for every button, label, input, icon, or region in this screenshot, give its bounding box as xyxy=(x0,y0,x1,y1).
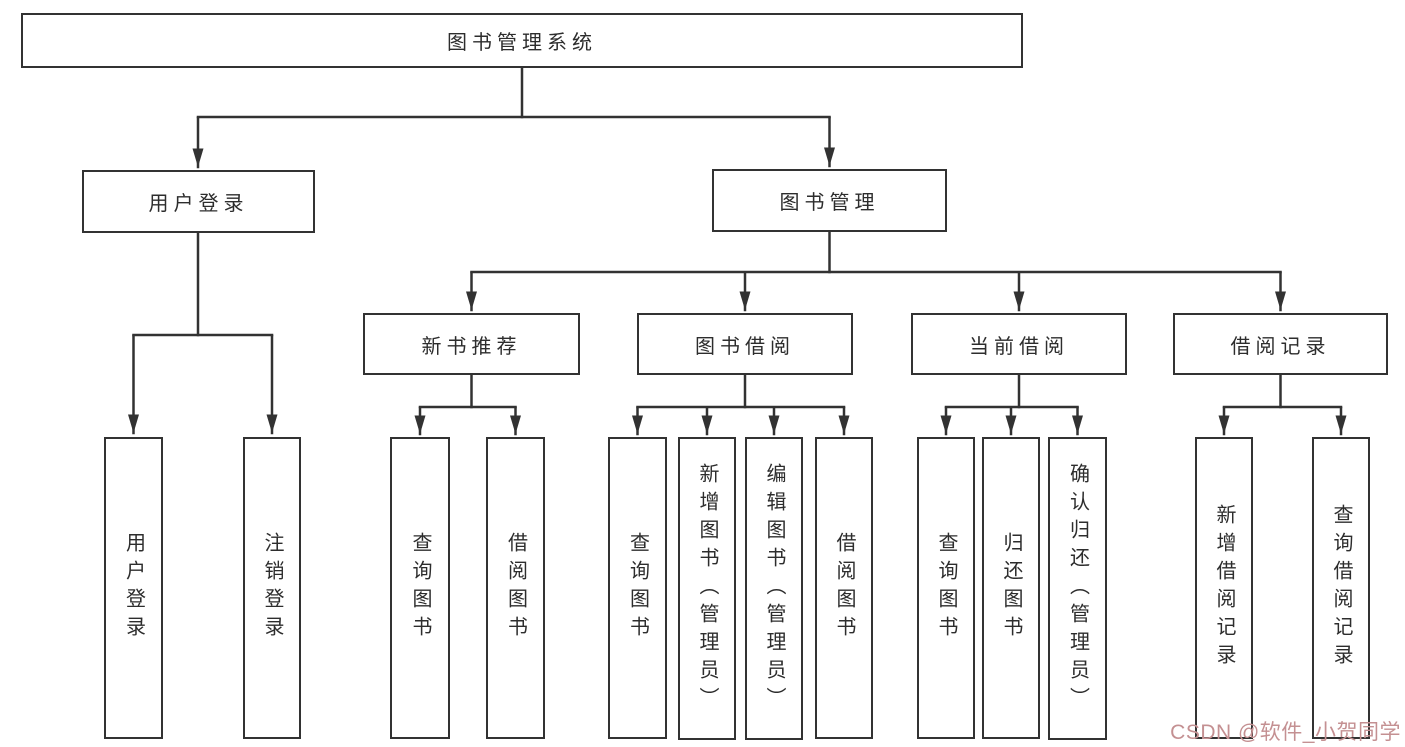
node-user-login: 用户登录 xyxy=(82,170,315,233)
node-add-books-admin: 新增图书（管理员） xyxy=(678,437,736,740)
node-label: 新书推荐 xyxy=(421,335,522,358)
connector-book-borrow-children xyxy=(632,373,850,436)
node-borrow-books-leaf: 借阅图书 xyxy=(815,437,873,739)
node-query-books-recommend: 查询图书 xyxy=(390,437,450,739)
connector-new-book-recommend-children xyxy=(414,373,521,436)
node-label: 当前借阅 xyxy=(969,335,1069,358)
node-label: 查询图书 xyxy=(935,532,957,644)
node-label: 借阅图书 xyxy=(504,532,527,644)
node-query-books-borrow: 查询图书 xyxy=(608,437,667,739)
watermark-text: CSDN @软件_小贺同学 xyxy=(1170,721,1401,744)
node-label: 图书管理系统 xyxy=(447,32,597,54)
node-label: 新增图书（管理员） xyxy=(696,462,718,715)
node-borrow-records: 借阅记录 xyxy=(1173,313,1388,375)
node-label: 借阅记录 xyxy=(1230,335,1331,358)
node-label: 图书借阅 xyxy=(695,335,795,358)
node-confirm-return-admin: 确认归还（管理员） xyxy=(1048,437,1107,740)
node-logout-leaf: 注销登录 xyxy=(243,437,301,739)
node-label: 查询借阅记录 xyxy=(1330,504,1352,672)
connector-user-login-children xyxy=(128,231,278,435)
node-label: 编辑图书（管理员） xyxy=(763,462,785,715)
node-label: 用户登录 xyxy=(122,532,145,644)
node-label: 查询图书 xyxy=(626,532,649,644)
node-query-books-current: 查询图书 xyxy=(917,437,975,739)
node-root: 图书管理系统 xyxy=(21,13,1023,68)
connector-root-to-level1 xyxy=(192,66,835,169)
node-edit-books-admin: 编辑图书（管理员） xyxy=(745,437,803,740)
node-query-borrow-record: 查询借阅记录 xyxy=(1312,437,1370,739)
node-current-borrow: 当前借阅 xyxy=(911,313,1127,375)
node-borrow-books-recommend: 借阅图书 xyxy=(486,437,545,739)
node-book-borrow: 图书借阅 xyxy=(637,313,853,375)
node-label: 用户登录 xyxy=(148,193,249,215)
connector-borrow-records-children xyxy=(1218,373,1347,436)
node-book-management: 图书管理 xyxy=(712,169,947,232)
node-new-book-recommend: 新书推荐 xyxy=(363,313,580,375)
node-return-books: 归还图书 xyxy=(982,437,1040,739)
node-label: 查询图书 xyxy=(409,532,431,644)
node-label: 图书管理 xyxy=(779,192,880,214)
node-user-login-leaf: 用户登录 xyxy=(104,437,163,739)
node-label: 新增借阅记录 xyxy=(1213,504,1235,672)
node-add-borrow-record: 新增借阅记录 xyxy=(1195,437,1253,739)
node-label: 归还图书 xyxy=(1000,532,1022,644)
node-label: 借阅图书 xyxy=(833,532,855,644)
connector-book-management-to-level2 xyxy=(466,230,1286,312)
connector-current-borrow-children xyxy=(940,373,1083,436)
node-label: 注销登录 xyxy=(261,532,283,644)
node-label: 确认归还（管理员） xyxy=(1066,462,1089,715)
